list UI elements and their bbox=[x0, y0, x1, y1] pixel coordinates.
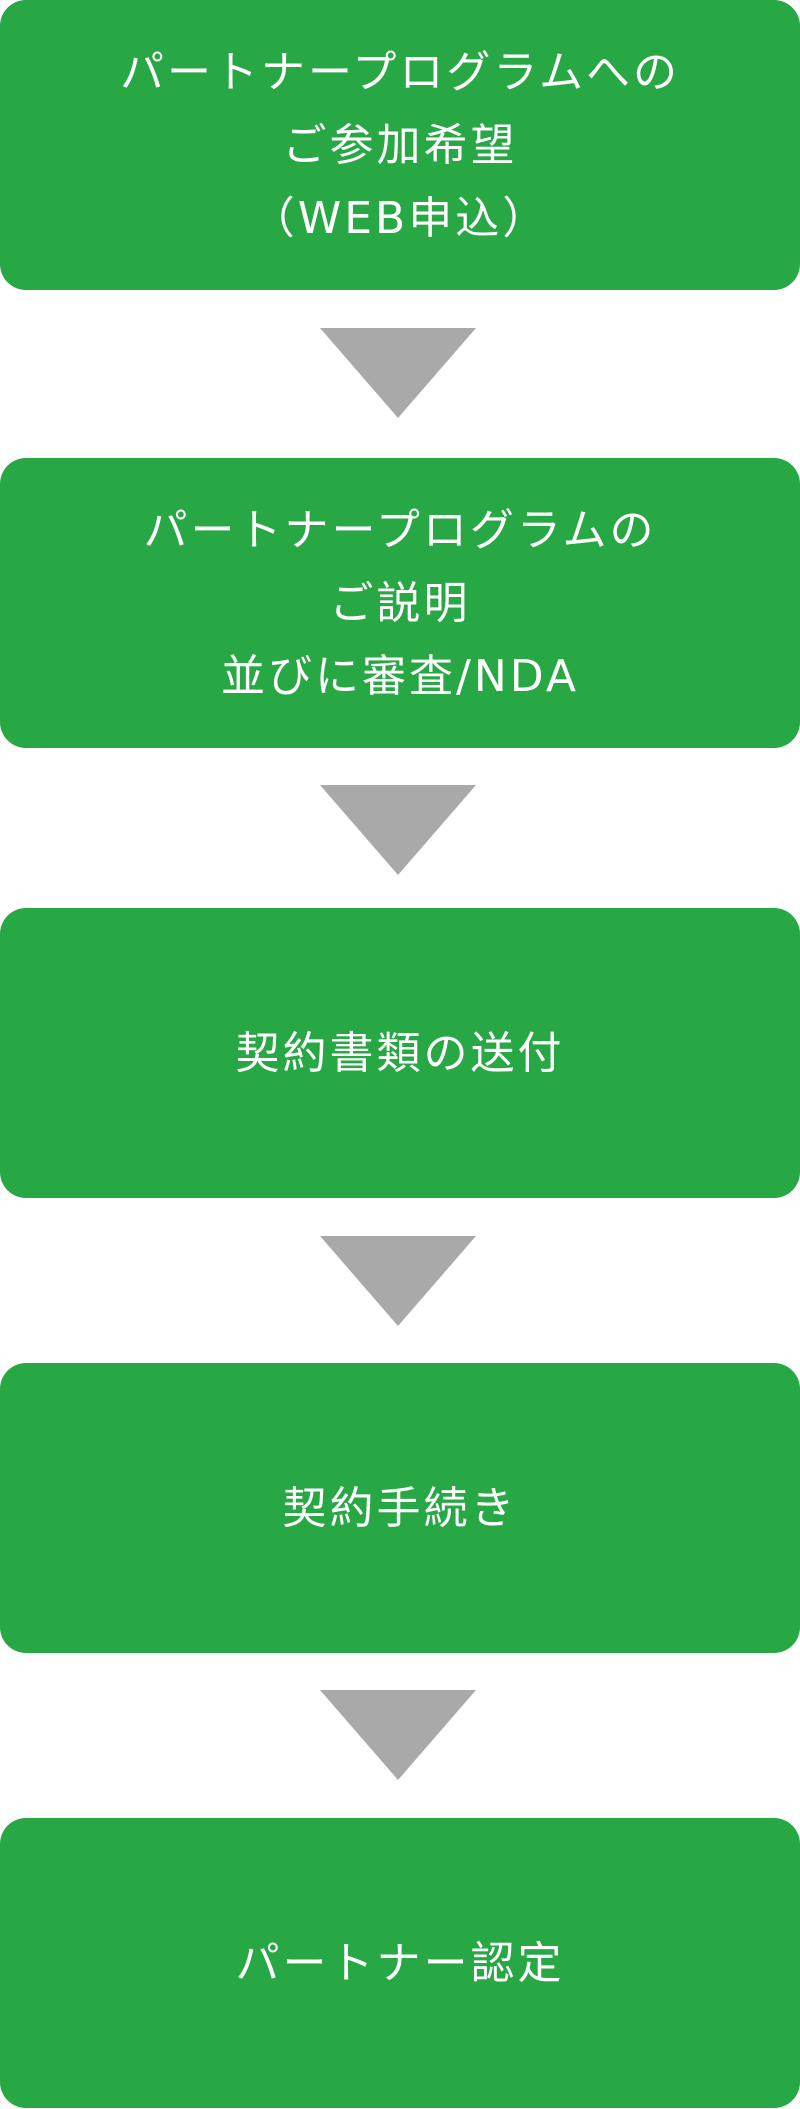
step-text-line: ご参加希望 bbox=[282, 119, 518, 171]
step-text-line: （WEB申込） bbox=[250, 192, 550, 244]
down-arrow-icon bbox=[320, 328, 476, 418]
flow-step-partner-certification: パートナー認定 bbox=[0, 1818, 800, 2108]
step-text-line: パートナープログラムの bbox=[143, 504, 657, 556]
step-text-line: 並びに審査/NDA bbox=[221, 650, 579, 702]
flow-step-web-application: パートナープログラムへの ご参加希望 （WEB申込） bbox=[0, 0, 800, 290]
down-arrow-icon bbox=[320, 785, 476, 875]
step-text-line: 契約手続き bbox=[282, 1482, 518, 1534]
flow-step-explanation-review: パートナープログラムの ご説明 並びに審査/NDA bbox=[0, 458, 800, 748]
step-text-line: パートナー認定 bbox=[235, 1937, 565, 1989]
flow-step-send-documents: 契約書類の送付 bbox=[0, 908, 800, 1198]
step-text-line: 契約書類の送付 bbox=[235, 1027, 565, 1079]
flow-step-contract-procedure: 契約手続き bbox=[0, 1363, 800, 1653]
down-arrow-icon bbox=[320, 1236, 476, 1326]
down-arrow-icon bbox=[320, 1690, 476, 1780]
step-text-line: ご説明 bbox=[329, 577, 471, 629]
step-text-line: パートナープログラムへの bbox=[119, 46, 681, 98]
